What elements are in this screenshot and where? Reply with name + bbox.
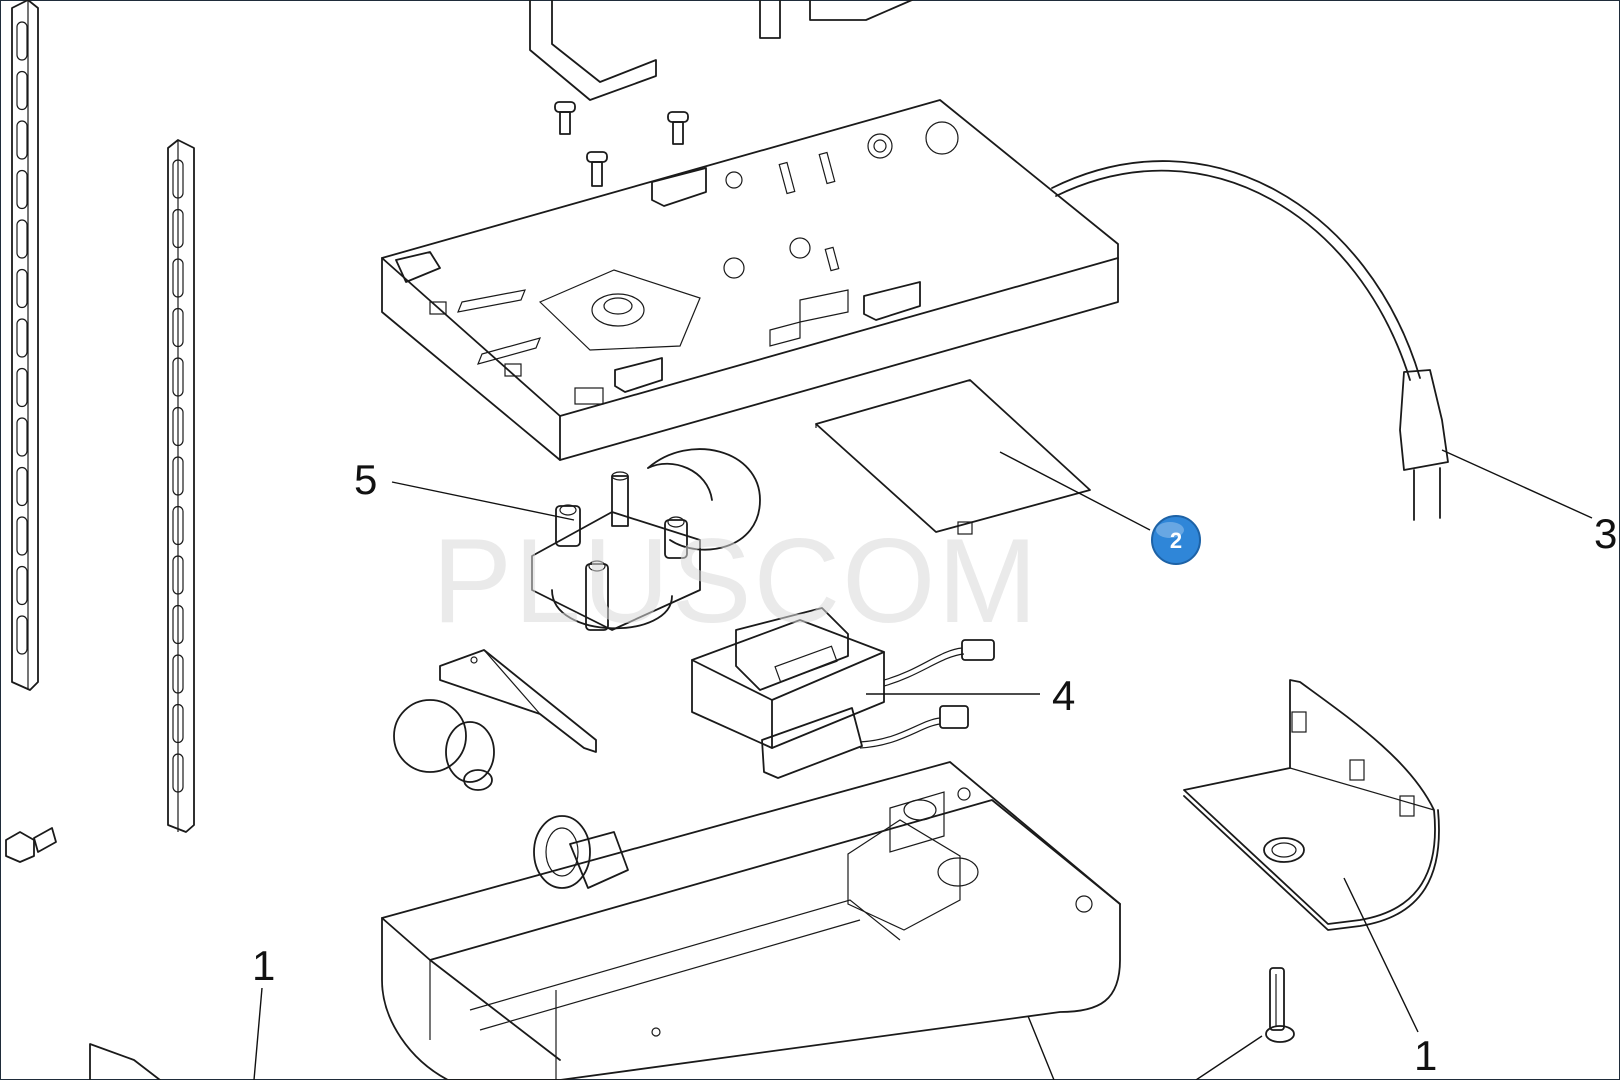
- power-cable: [1051, 160, 1449, 521]
- rail-slot: [172, 456, 184, 496]
- rail-slot: [172, 307, 184, 348]
- rail-slot: [172, 753, 184, 793]
- screws-top: [554, 101, 689, 187]
- rail-slot: [16, 268, 28, 309]
- transformer: [691, 607, 995, 779]
- rail-slot: [16, 516, 28, 556]
- callout-motor: 5: [354, 456, 377, 503]
- rail-slot: [16, 367, 28, 408]
- screw-bottom: [1265, 967, 1295, 1043]
- lamp-socket: [533, 815, 629, 889]
- rail-slot: [16, 615, 28, 655]
- rail-slot: [172, 258, 184, 298]
- rail-slot: [172, 357, 184, 397]
- rail-slot: [172, 654, 184, 694]
- lamp-shade: [439, 649, 597, 753]
- bottom-cover: [1183, 679, 1440, 931]
- base-plate: [381, 99, 1119, 461]
- leader-lines: [253, 449, 1593, 1080]
- badge-number: 2: [1170, 528, 1182, 553]
- rail-slot: [172, 505, 184, 546]
- lamp-bulb: [393, 699, 495, 791]
- rail-slot: [172, 703, 184, 744]
- rail-center: [167, 139, 195, 833]
- rail-slot: [172, 555, 184, 595]
- rail-slot: [16, 120, 28, 160]
- rail-slot: [172, 208, 184, 249]
- callout-transformer: 4: [1052, 672, 1075, 719]
- callout-rail: 1: [252, 942, 275, 989]
- rail-slot: [16, 70, 28, 111]
- rail-slot: [16, 169, 28, 210]
- rail-slot: [16, 565, 28, 606]
- rail-slot: [16, 466, 28, 507]
- callout-badge-circuit-board[interactable]: 2: [1151, 515, 1201, 565]
- circuit-board: [815, 379, 1091, 535]
- partial-part-bottom-left: [89, 1043, 161, 1080]
- rail-slot: [16, 21, 28, 61]
- rail-slot: [172, 159, 184, 199]
- rail-slot: [16, 417, 28, 457]
- rail-left: [11, 0, 39, 691]
- watermark-text: PLUSCOM: [432, 514, 1039, 648]
- rail-slot: [172, 406, 184, 447]
- callout-cover: 1: [1414, 1032, 1437, 1079]
- rail-slot: [16, 318, 28, 358]
- rail-slot: [172, 604, 184, 645]
- mounting-bracket: [529, 0, 913, 101]
- bolt-small: [5, 827, 57, 863]
- rail-slot: [16, 219, 28, 259]
- lower-housing: [381, 761, 1121, 1080]
- motor: [531, 448, 761, 631]
- callout-cable-plug: 3: [1594, 510, 1617, 557]
